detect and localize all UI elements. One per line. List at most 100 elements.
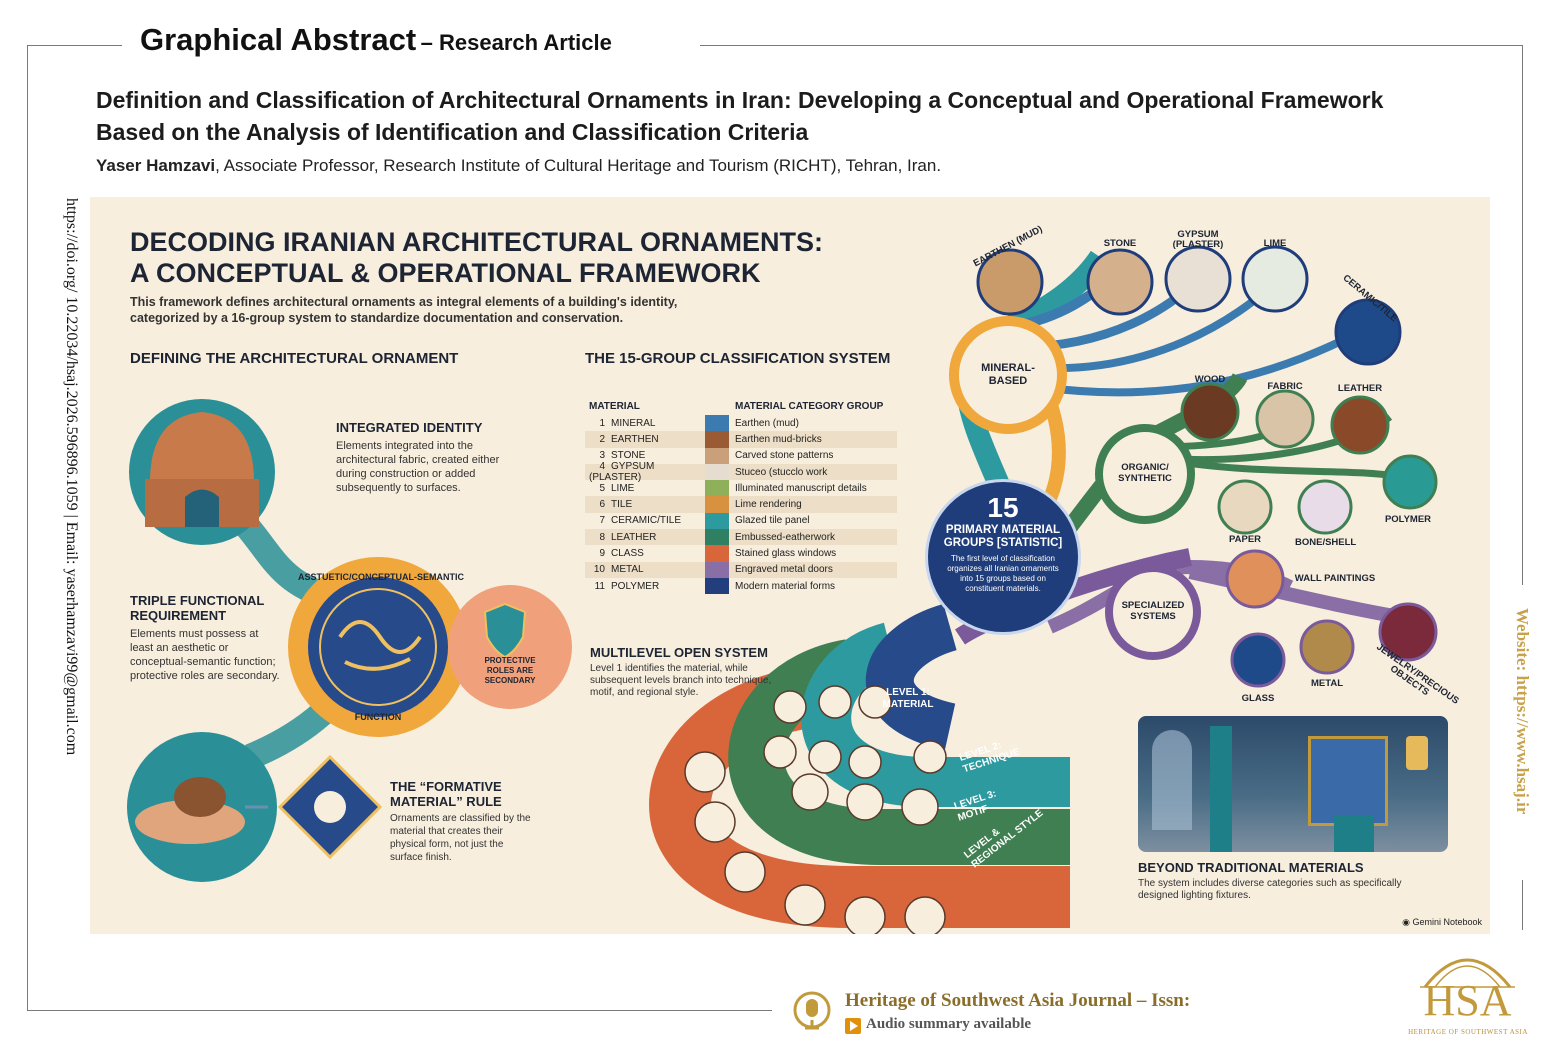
cell-group: Engraved metal doors	[735, 564, 833, 576]
cell-material: 7 CERAMIC/TILE	[585, 515, 705, 526]
ring-bottom-label: FUNCTION	[354, 712, 402, 722]
panel-title-line1: DECODING IRANIAN ARCHITECTURAL ORNAMENTS…	[130, 227, 823, 257]
cell-group: Illuminated manuscript details	[735, 482, 867, 494]
cell-number: 4	[599, 461, 605, 473]
graphical-abstract-header: Graphical Abstract – Research Article	[140, 22, 630, 58]
triple-title: TRIPLE FUNCTIONAL REQUIREMENT	[130, 593, 265, 623]
defining-heading: DEFINING THE ARCHITECTURAL ORNAMENT	[130, 350, 459, 367]
cell-material: 1 MINERAL	[585, 418, 705, 429]
credit-text: Gemini Notebook	[1412, 917, 1482, 927]
cell-number: 2	[599, 433, 605, 445]
primary-groups-node: 15 PRIMARY MATERIAL GROUPS [STATISTIC] T…	[925, 479, 1081, 635]
header-label: Graphical Abstract	[140, 22, 417, 57]
cell-material-name: EARTHEN	[611, 433, 659, 445]
cell-number: 7	[599, 515, 605, 527]
cell-number: 5	[599, 482, 605, 494]
triple-text: Elements must possess at least an aesthe…	[130, 628, 280, 682]
formative-text: Ornaments are classified by the material…	[390, 813, 531, 863]
organic-item-5: POLYMER	[1384, 514, 1432, 525]
author-line: Yaser Hamzavi, Associate Professor, Rese…	[96, 156, 941, 176]
mineral-thumbnails	[976, 245, 1402, 366]
color-swatch	[705, 561, 729, 578]
multilevel-text: Level 1 identifies the material, while s…	[590, 663, 772, 698]
specialized-node-label: SPECIALIZED SYSTEMS	[1121, 600, 1185, 622]
color-swatch	[705, 529, 729, 546]
organic-item-4: BONE/SHELL	[1295, 537, 1357, 548]
organic-item-3: PAPER	[1228, 534, 1262, 545]
cell-group: Earthen mud-bricks	[735, 433, 822, 445]
table-row: 7 CERAMIC/TILE Glazed tile panel	[585, 512, 897, 530]
cell-material-name: LIME	[611, 482, 635, 494]
frame-right-top	[1522, 45, 1523, 585]
specialized-thumbnails	[1225, 549, 1438, 688]
function-ring-inner	[308, 577, 448, 717]
beyond-text: The system includes diverse categories s…	[1138, 878, 1402, 901]
cell-group: Lime rendering	[735, 499, 802, 511]
primary-groups-text: The first level of classification organi…	[947, 554, 1059, 593]
ring-top-label: ASSTUETIC/CONCEPTUAL-SEMANTIC	[298, 572, 464, 582]
clay-lump	[174, 777, 226, 817]
specialized-node	[1105, 564, 1201, 660]
cell-number: 9	[599, 548, 605, 560]
specialized-item-1: GLASS	[1241, 693, 1275, 704]
cell-group: Stained glass windows	[735, 548, 837, 560]
calligraphy-medallion	[319, 588, 437, 706]
col-material: MATERIAL	[589, 400, 640, 412]
cell-group: Glazed tile panel	[735, 515, 810, 527]
cell-material-name: CERAMIC/TILE	[611, 515, 682, 527]
cell-group: Earthen (mud)	[735, 417, 799, 429]
doi-email-text[interactable]: https://doi.org/ 10.22034/hsaj.2026.5968…	[63, 198, 80, 756]
col-group: MATERIAL CATEGORY GROUP	[735, 400, 884, 412]
organic-item-0: WOOD	[1194, 374, 1226, 385]
color-swatch	[705, 577, 729, 595]
mineral-item-2: GYPSUM (PLASTER)	[1172, 229, 1224, 250]
table-header: MATERIAL MATERIAL CATEGORY GROUP	[585, 397, 897, 415]
cell-material-name: MINERAL	[611, 417, 656, 429]
classification-table: MATERIAL MATERIAL CATEGORY GROUP 1 MINERA…	[585, 397, 897, 595]
table-row: 6 TILE Lime rendering	[585, 496, 897, 513]
organic-node	[1095, 424, 1195, 524]
panel-intro: This framework defines architectural orn…	[130, 295, 678, 325]
audio-summary-link[interactable]: Audio summary available	[866, 1016, 1032, 1032]
organic-item-2: LEATHER	[1337, 383, 1383, 394]
panel-title-line2: A CONCEPTUAL & OPERATIONAL FRAMEWORK	[130, 258, 761, 288]
infographic-panel: DECODING IRANIAN ARCHITECTURAL ORNAMENTS…	[90, 197, 1490, 934]
shield-icon	[483, 602, 527, 659]
beyond-image	[1138, 716, 1448, 852]
specialized-item-0: WALL PAINTINGS	[1294, 573, 1376, 584]
cell-number: 3	[599, 450, 605, 462]
cell-number: 6	[599, 499, 605, 511]
cell-group: Carved stone patterns	[735, 450, 834, 462]
hsa-logo-subtitle: HERITAGE OF SOUTHWEST ASIA	[1408, 1028, 1528, 1036]
credit-label: ◉ Gemini Notebook	[1402, 917, 1482, 927]
cell-material-name: POLYMER	[611, 580, 660, 592]
podcast-icon	[793, 991, 831, 1030]
color-swatch	[705, 512, 729, 530]
mineral-node-label: MINERAL-BASED	[981, 362, 1035, 387]
cell-group: Modern material forms	[735, 580, 836, 592]
header-article-type: – Research Article	[420, 30, 612, 55]
mosque-arch	[185, 489, 219, 527]
color-swatch	[705, 431, 729, 448]
play-icon[interactable]	[845, 1018, 861, 1034]
primary-groups-number: 15	[987, 492, 1019, 523]
cell-group: Stuceo (stucclo work	[735, 466, 828, 478]
cell-number: 1	[599, 417, 605, 429]
side-website: Website: https://www.hsaj.ir	[1508, 608, 1538, 868]
color-swatch	[705, 415, 729, 432]
cell-material-name: TILE	[611, 499, 633, 511]
website-text[interactable]: Website: https://www.hsaj.ir	[1513, 608, 1532, 815]
mineral-node	[949, 316, 1067, 434]
color-swatch	[705, 496, 729, 513]
panel-graphics	[127, 245, 1438, 934]
arc-level2	[801, 622, 1070, 807]
beyond-pedestal	[1334, 816, 1374, 852]
mineral-item-3: LIME	[1263, 238, 1287, 249]
frame-bottom	[27, 1010, 772, 1011]
